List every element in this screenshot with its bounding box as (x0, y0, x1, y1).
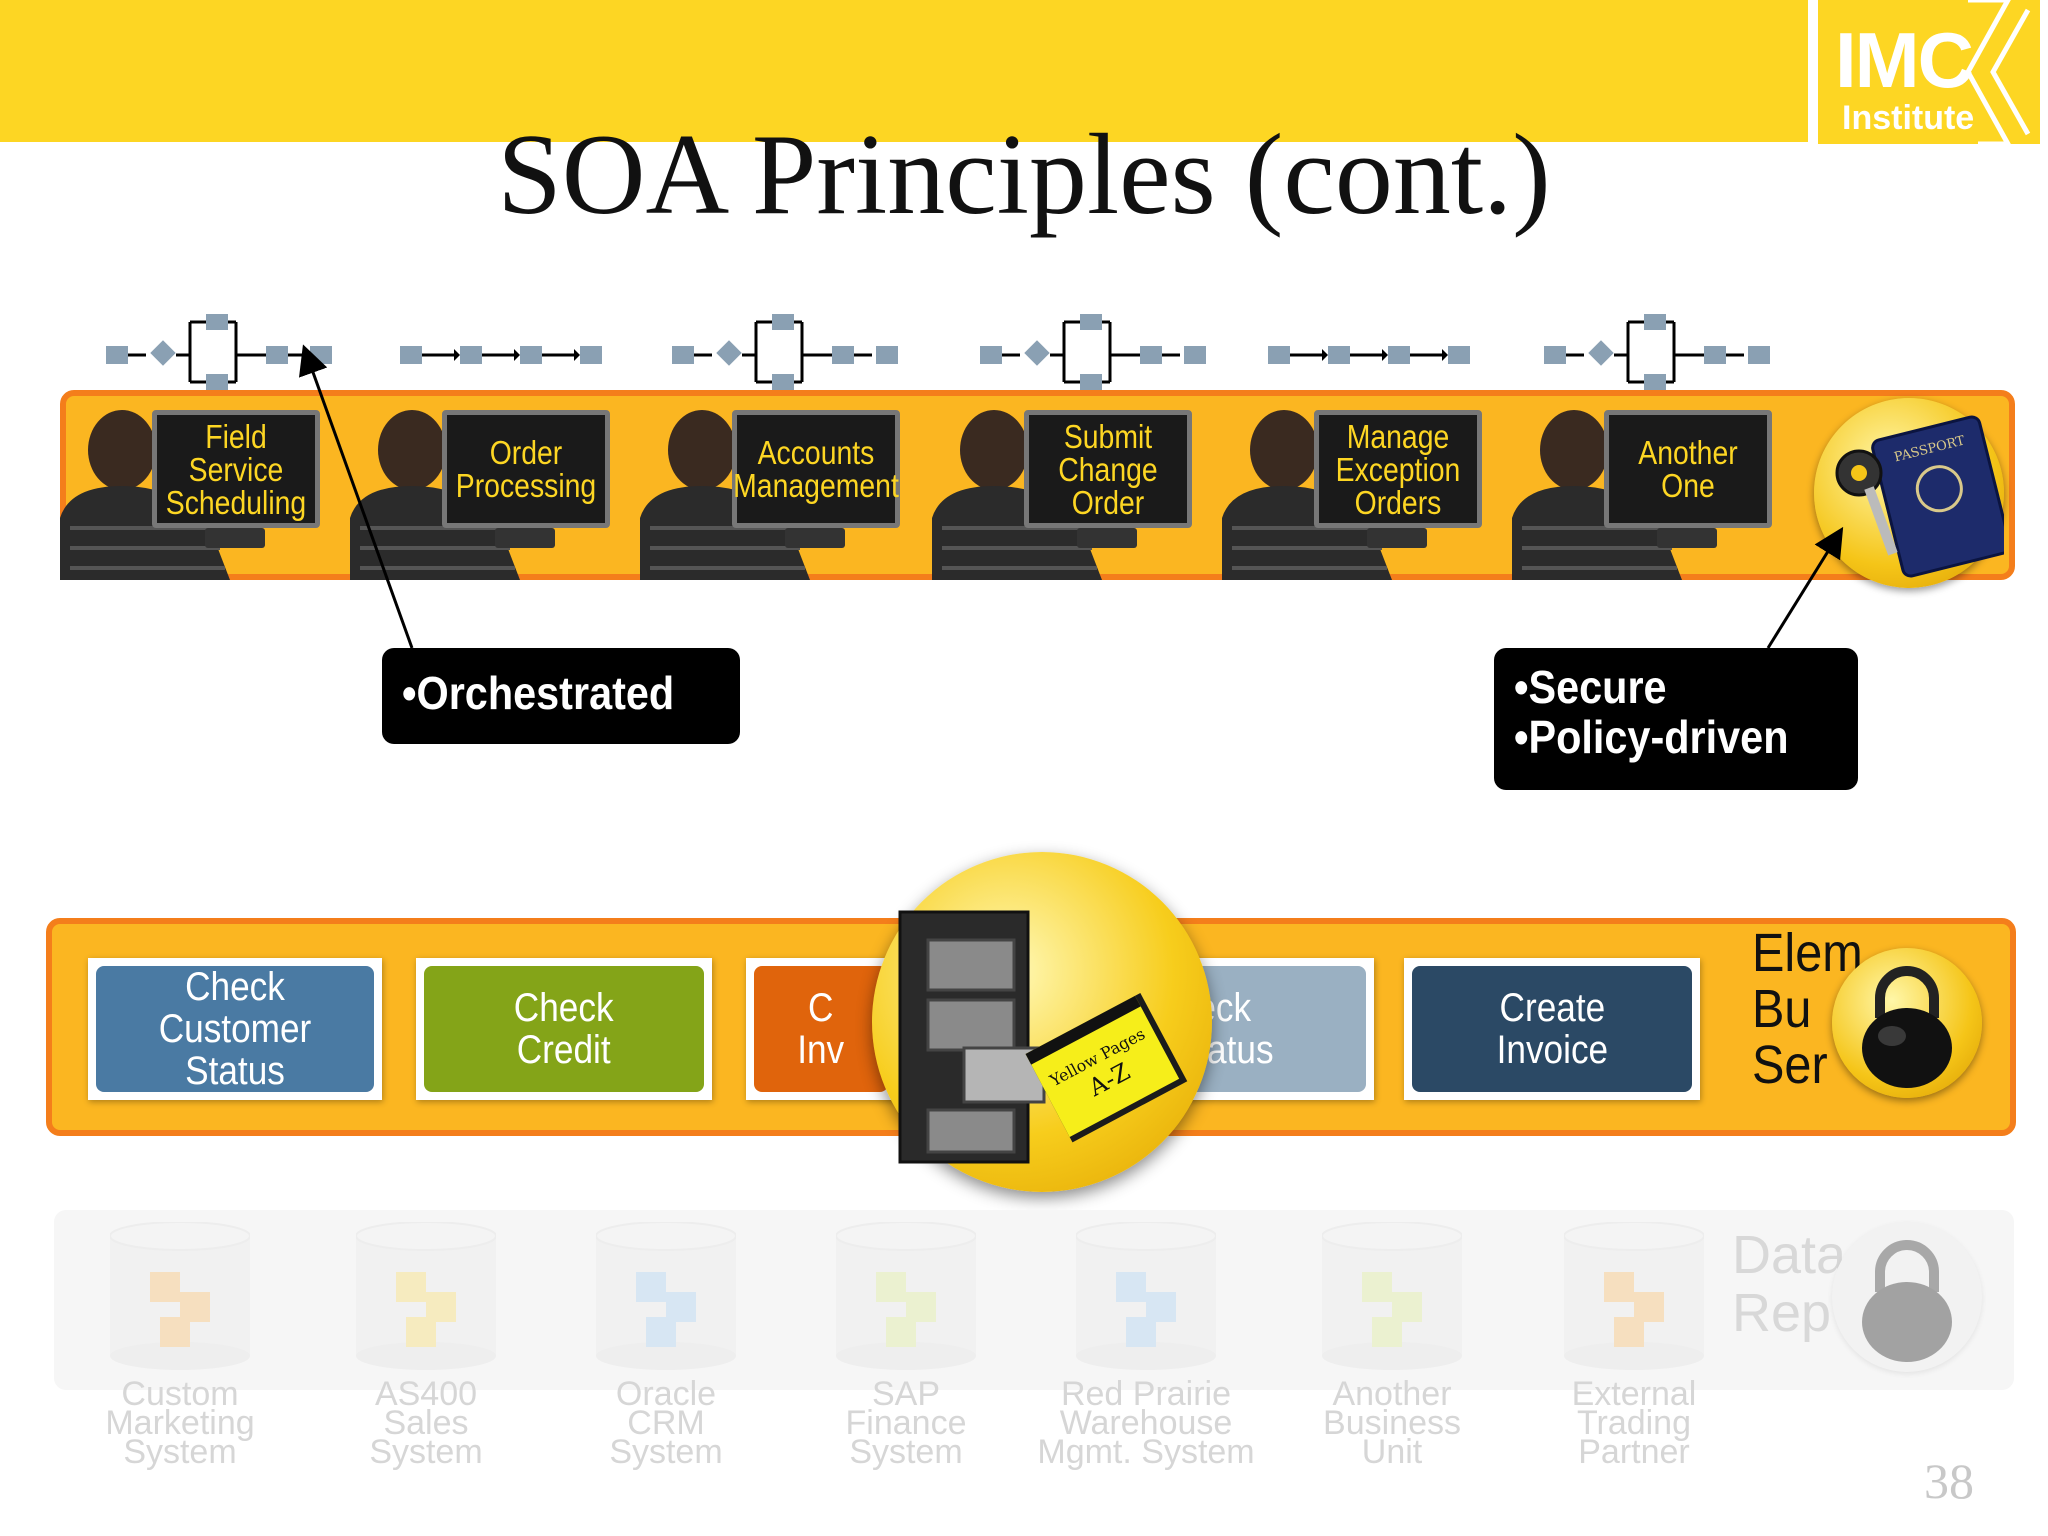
service-tile[interactable]: C Inv (746, 958, 896, 1100)
faint-padlock-icon (1832, 1222, 1982, 1372)
database-cylinder-icon (596, 1222, 736, 1370)
page-number: 38 (1924, 1453, 1974, 1509)
system-label: Red Prairie Warehouse Mgmt. System (1037, 1375, 1255, 1471)
process-station: Manage Exception Orders (1222, 398, 1492, 580)
process-station: Submit Change Order (932, 398, 1202, 580)
monitor-stand (1657, 528, 1717, 548)
service-label: Create Invoice (1496, 986, 1608, 1072)
process-station: Another One (1512, 398, 1782, 580)
passport-key-icon: PASSPORT (1814, 398, 2012, 588)
service-tile-face: Check Credit (424, 966, 704, 1092)
monitor-screen: Submit Change Order (1024, 410, 1192, 528)
workflow-diagram-icon (980, 312, 1210, 390)
service-tile-face: Create Invoice (1412, 966, 1692, 1092)
elemental-line2: Bu (1752, 979, 1812, 1039)
process-label: Accounts Management (733, 434, 899, 504)
process-station: Accounts Management (640, 398, 910, 580)
monitor-screen: Order Processing (442, 410, 610, 528)
monitor-stand (785, 528, 845, 548)
data-rep-line2: Rep (1732, 1283, 1832, 1343)
monitor-screen: Accounts Management (732, 410, 900, 528)
service-label: Check Customer Status (158, 965, 312, 1093)
elemental-line1: Elem (1752, 923, 1863, 983)
slide-title: SOA Principles (cont.) (497, 111, 1551, 239)
logo-text: IMC (1835, 16, 1974, 104)
process-station: Order Processing (350, 398, 620, 580)
database-cylinder-icon (110, 1222, 250, 1370)
logo-subtext: Institute (1842, 99, 1975, 137)
policy-text: •Policy-driven (1514, 711, 1789, 763)
header-bar (0, 0, 1808, 142)
system-label: External Trading Partner (1571, 1375, 1697, 1471)
service-tile-face: Check Customer Status (96, 966, 374, 1092)
database-cylinder-icon (1322, 1222, 1462, 1370)
process-label: Another One (1638, 434, 1738, 504)
workflow-diagram-icon (1268, 312, 1478, 390)
database-cylinder-icon (1564, 1222, 1704, 1370)
service-registry-icon: Yellow Pages A-Z (872, 852, 1212, 1192)
elemental-line3: Ser (1752, 1035, 1828, 1095)
padlock-icon (1832, 948, 1982, 1098)
monitor-stand (495, 528, 555, 548)
data-repository-band (54, 1210, 2014, 1390)
secure-callout: •Secure •Policy-driven (1494, 648, 1858, 790)
process-label: Order Processing (455, 434, 597, 504)
service-tile[interactable]: Check Credit (416, 958, 712, 1100)
imc-logo: IMC Institute (1818, 0, 2040, 144)
service-tile[interactable]: Create Invoice (1404, 958, 1700, 1100)
workflow-diagram-icon (400, 312, 610, 390)
monitor-screen: Another One (1604, 410, 1772, 528)
database-cylinder-icon (1076, 1222, 1216, 1370)
database-cylinder-icon (356, 1222, 496, 1370)
database-cylinder-icon (836, 1222, 976, 1370)
workflow-diagram-icon (106, 312, 336, 390)
service-label: Check Credit (514, 986, 614, 1072)
system-label: SAP Finance System (845, 1375, 967, 1471)
system-label: Custom Marketing System (105, 1375, 255, 1471)
monitor-stand (1077, 528, 1137, 548)
process-station: Field Service Scheduling (60, 398, 330, 580)
data-repository-label: Data Rep (1732, 1226, 1846, 1342)
service-label: C Inv (797, 986, 845, 1072)
system-label: AS400 Sales System (369, 1375, 483, 1471)
monitor-stand (1367, 528, 1427, 548)
orchestrated-text: •Orchestrated (402, 667, 675, 719)
monitor-stand (205, 528, 265, 548)
process-label: Submit Change Order (1058, 417, 1158, 521)
orchestrated-callout: •Orchestrated (382, 648, 740, 744)
process-label: Manage Exception Orders (1335, 417, 1461, 521)
service-tile[interactable]: Check Customer Status (88, 958, 382, 1100)
system-label: Oracle CRM System (609, 1375, 723, 1471)
workflow-diagram-icon (672, 312, 902, 390)
monitor-screen: Manage Exception Orders (1314, 410, 1482, 528)
workflow-diagram-icon (1544, 312, 1774, 390)
service-tile-face: C Inv (754, 966, 888, 1092)
system-label: Another Business Unit (1323, 1375, 1461, 1471)
process-label: Field Service Scheduling (165, 417, 307, 521)
monitor-screen: Field Service Scheduling (152, 410, 320, 528)
secure-text: •Secure (1514, 661, 1667, 713)
data-rep-line1: Data (1732, 1225, 1847, 1285)
elemental-services-label: Elem Bu Ser (1752, 925, 1875, 1093)
